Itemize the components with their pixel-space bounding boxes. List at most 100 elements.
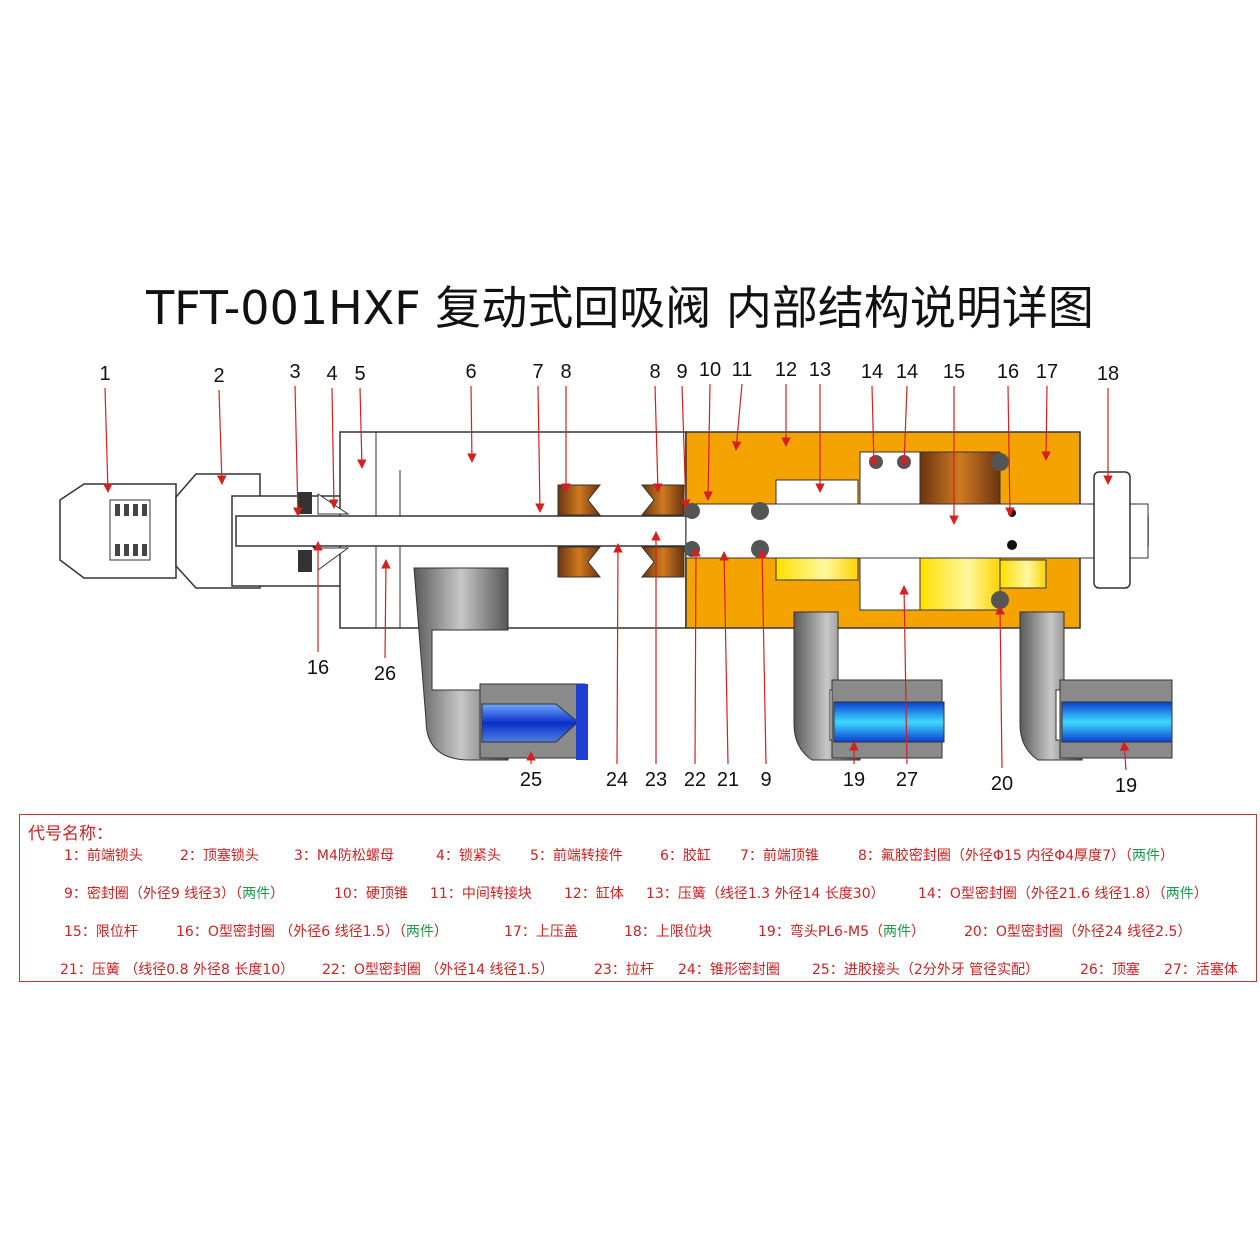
callout-number-25: 25 <box>520 769 542 791</box>
callout-number-15: 15 <box>943 361 965 383</box>
upper-limit-block <box>1093 471 1131 589</box>
callout-number-11: 11 <box>732 359 753 381</box>
callout-number-20: 20 <box>991 773 1013 795</box>
callout-leader-5 <box>356 387 367 469</box>
legend-item: 2：顶塞锁头 <box>180 848 259 864</box>
legend-quantity: 两件 <box>883 924 912 940</box>
legend-quantity: 两件 <box>242 886 271 902</box>
legend-item: 11：中间转接块 <box>430 886 532 902</box>
legend-item: 9：密封圈（外径9 线径3）（两件） <box>64 886 285 902</box>
callout-leader-16 <box>1005 385 1015 517</box>
callout-leader-9 <box>757 549 767 765</box>
legend-panel: 代号名称： 1：前端锁头 2：顶塞锁头 3：M4防松螺母 4：锁紧头 5：前端转接件 6：… <box>19 814 1257 982</box>
callout-leader-10 <box>703 383 713 501</box>
callout-leader-24 <box>613 543 623 765</box>
callout-number-19: 19 <box>843 769 865 791</box>
glue-inlet-fitting <box>413 567 588 761</box>
legend-item: 15：限位杆 <box>64 924 138 940</box>
callout-number-26: 26 <box>374 663 396 685</box>
callout-number-5: 5 <box>354 363 365 385</box>
callout-number-22: 22 <box>684 769 706 791</box>
callout-number-12: 12 <box>775 359 797 381</box>
callout-leader-20 <box>995 605 1005 769</box>
cylinder-block <box>685 431 1149 629</box>
elbow-fitting-right <box>1019 611 1173 761</box>
page-title: TFT-001HXF 复动式回吸阀 内部结构说明详图 <box>146 281 1094 335</box>
legend-item: 13：压簧（线径1.3 外径14 长度30） <box>646 886 885 902</box>
legend-item: 17：上压盖 <box>504 924 578 940</box>
callout-leader-14 <box>899 385 910 467</box>
callout-number-17: 17 <box>1036 361 1058 383</box>
legend-item: 12：缸体 <box>564 886 624 902</box>
callout-number-23: 23 <box>645 769 667 791</box>
callout-number-27: 27 <box>896 769 918 791</box>
callout-leader-1 <box>102 387 113 493</box>
callout-leader-9 <box>680 385 691 509</box>
legend-item: 27：活塞体 <box>1164 962 1238 978</box>
callout-number-13: 13 <box>809 359 831 381</box>
legend-item: 25：进胶接头（2分外牙 管径实配） <box>812 962 1040 978</box>
legend-item: 26：顶塞 <box>1080 962 1140 978</box>
callout-number-9: 9 <box>676 361 687 383</box>
legend-item: 14：O型密封圈（外径21.6 线径1.8）（两件） <box>918 886 1208 902</box>
legend-heading: 代号名称： <box>28 824 113 844</box>
callout-number-2: 2 <box>213 365 224 387</box>
legend-item: 3：M4防松螺母 <box>294 848 394 864</box>
callout-number-21: 21 <box>717 769 739 791</box>
callout-leader-27 <box>899 585 909 765</box>
legend-quantity: 两件 <box>405 924 434 940</box>
elbow-fitting-left <box>793 611 945 761</box>
callout-leader-14 <box>868 385 879 467</box>
callout-number-3: 3 <box>289 361 300 383</box>
legend-quantity: 两件 <box>1132 848 1161 864</box>
legend-item: 1：前端锁头 <box>64 848 143 864</box>
callout-leader-7 <box>535 385 545 513</box>
callout-leader-4 <box>329 387 339 509</box>
seals-front <box>298 492 350 572</box>
legend-item: 22：O型密封圈 （外径14 线径1.5） <box>322 962 554 978</box>
legend-item: 24：锥形密封圈 <box>678 962 780 978</box>
callout-number-10: 10 <box>699 359 721 381</box>
callout-number-24: 24 <box>606 769 628 791</box>
front-lock-head <box>59 483 177 579</box>
callout-leader-19 <box>1119 741 1130 771</box>
callout-leader-11 <box>732 383 743 451</box>
callout-leader-2 <box>216 389 227 485</box>
legend-item: 20：O型密封圈（外径24 线径2.5） <box>964 924 1192 940</box>
legend-quantity: 两件 <box>1165 886 1194 902</box>
callout-number-16: 16 <box>997 361 1019 383</box>
legend-item: 7：前端顶锥 <box>740 848 819 864</box>
callout-leader-8 <box>652 385 663 493</box>
callout-number-16: 16 <box>307 657 329 679</box>
callout-number-7: 7 <box>532 361 543 383</box>
callout-number-6: 6 <box>465 361 476 383</box>
callout-number-8: 8 <box>649 361 660 383</box>
legend-item: 19：弯头PL6-M5（两件） <box>758 924 926 940</box>
legend-item: 6：胶缸 <box>660 848 711 864</box>
callout-number-1: 1 <box>99 363 110 385</box>
legend-item: 5：前端转接件 <box>530 848 623 864</box>
callout-number-9: 9 <box>760 769 771 791</box>
callout-leader-22 <box>691 547 701 765</box>
legend-item: 4：锁紧头 <box>436 848 501 864</box>
flourine-seals <box>557 484 685 578</box>
callout-leader-6 <box>467 385 477 463</box>
callout-leader-3 <box>293 385 303 517</box>
legend-item: 8：氟胶密封圈（外径Φ15 内径Φ4厚度7）（两件） <box>858 848 1175 864</box>
callout-number-8: 8 <box>560 361 571 383</box>
callout-leader-17 <box>1041 385 1051 461</box>
callout-number-19: 19 <box>1115 775 1137 797</box>
legend-item: 21：压簧 （线径0.8 外径8 长度10） <box>60 962 295 978</box>
callout-number-18: 18 <box>1097 363 1119 385</box>
legend-item: 18：上限位块 <box>624 924 712 940</box>
callout-number-14: 14 <box>861 361 883 383</box>
callout-leader-26 <box>381 559 391 659</box>
legend-item: 10：硬顶锥 <box>334 886 408 902</box>
legend-item: 23：拉杆 <box>594 962 654 978</box>
callout-number-14: 14 <box>896 361 918 383</box>
callout-leader-21 <box>719 551 729 765</box>
callout-number-4: 4 <box>326 363 337 385</box>
legend-item: 16：O型密封圈 （外径6 线径1.5）（两件） <box>176 924 448 940</box>
